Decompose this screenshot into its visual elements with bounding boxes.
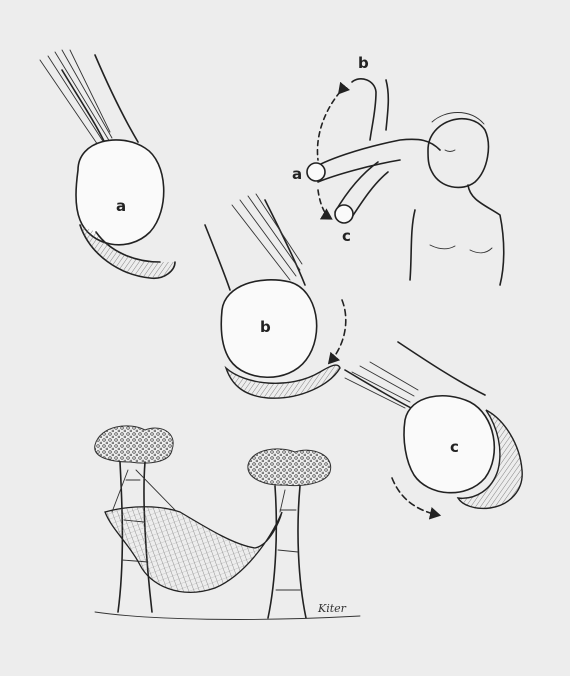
arm-position-c [335,162,388,223]
arm-a-label: a [292,165,302,183]
right-tree [248,449,331,618]
joint-b-drawing: b [205,194,346,398]
arm-position-a [307,139,440,182]
arm-position-b [352,79,388,140]
hammock-scene: Kiter [95,426,360,620]
hammock [105,470,285,592]
rotation-arrow-b [330,300,346,362]
joint-c-drawing: c [345,342,522,515]
motion-arc [317,92,340,218]
joint-a-drawing: a [40,50,175,278]
figure-torso [410,185,504,285]
artist-signature: Kiter [317,602,347,615]
joint-a-label: a [116,197,126,215]
figure-arm-positions: b a c [292,54,504,285]
arm-c-label: c [342,227,351,245]
joint-c-label: c [450,438,459,456]
joint-b-label: b [260,318,271,336]
arm-b-label: b [358,54,369,72]
humerus-shaft-b [205,194,305,290]
humerus-shaft-a [40,50,138,150]
figure-head [428,113,488,188]
